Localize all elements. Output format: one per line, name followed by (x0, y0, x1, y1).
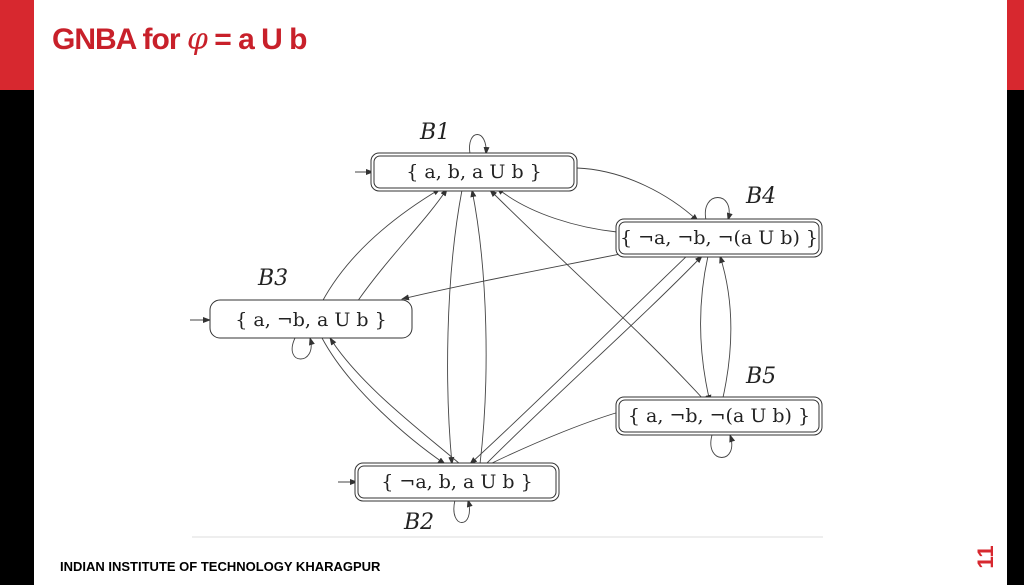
block-label-b3: B3 (257, 266, 288, 291)
block-label-b4: B4 (745, 184, 776, 209)
initial-arrows (190, 169, 374, 485)
page-number: 11 (973, 545, 998, 569)
left-black-band (0, 0, 34, 585)
state-node-b5: { a, ¬b, ¬(a U b) } (615, 396, 823, 436)
block-label-b5: B5 (745, 364, 776, 389)
right-black-band (1007, 0, 1024, 585)
self-loops (291, 134, 736, 523)
institution-footer: INDIAN INSTITUTE OF TECHNOLOGY KHARAGPUR (60, 559, 381, 574)
state-label-b5: { a, ¬b, ¬(a U b) } (628, 405, 810, 427)
title-phi-symbol: φ (186, 22, 208, 57)
state-label-b4: { ¬a, ¬b, ¬(a U b) } (620, 227, 818, 249)
state-node-b1: { a, b, a U b } (370, 152, 578, 192)
state-label-b1: { a, b, a U b } (406, 161, 542, 183)
title-prefix: GNBA for (52, 23, 187, 56)
state-node-b3: { a, ¬b, a U b } (209, 299, 413, 339)
title-formula: = a U b (206, 23, 307, 56)
transition-edges (321, 167, 732, 465)
state-node-b4: { ¬a, ¬b, ¬(a U b) } (615, 218, 823, 258)
state-label-b3: { a, ¬b, a U b } (235, 309, 386, 331)
state-node-b2: { ¬a, b, a U b } (354, 462, 560, 502)
block-label-b1: B1 (419, 120, 450, 145)
state-label-b2: { ¬a, b, a U b } (381, 471, 532, 493)
slide-title: GNBA for φ = a U b (52, 22, 307, 57)
left-red-accent (0, 0, 34, 90)
right-red-accent (1007, 0, 1024, 90)
block-label-b2: B2 (403, 510, 434, 535)
